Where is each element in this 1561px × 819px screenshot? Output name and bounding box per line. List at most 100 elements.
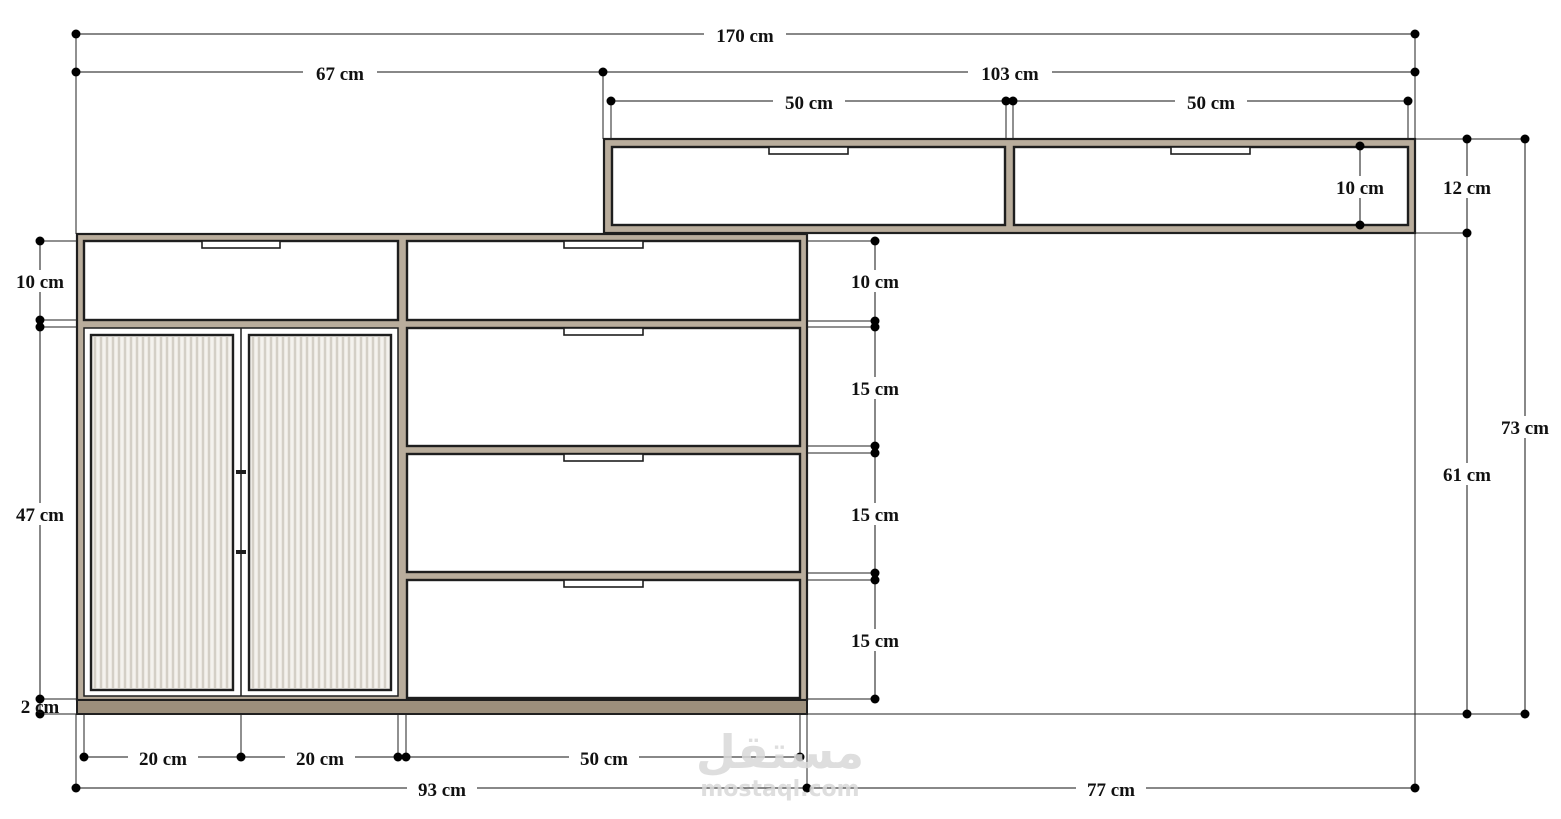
dimension-endpoint-dot	[1008, 96, 1018, 106]
shelf-height-label: 12 cm	[1443, 178, 1491, 199]
dimension-endpoints	[35, 29, 1530, 793]
dimension-endpoint-dot	[393, 752, 403, 762]
dimension-endpoint-dot	[1520, 709, 1530, 719]
label-shelf-height: 12 cm	[1432, 176, 1502, 199]
dimension-endpoint-dot	[71, 783, 81, 793]
dimension-endpoint-dot	[79, 752, 89, 762]
dimension-endpoint-dot	[1355, 220, 1365, 230]
label-overall-height: 73 cm	[1490, 416, 1560, 439]
shelf-drawer-right-label: 50 cm	[1187, 93, 1235, 114]
drawer-2-handle	[563, 327, 644, 336]
label-drawer-2-height: 15 cm	[841, 377, 909, 400]
drawer-2-height-label: 15 cm	[851, 379, 899, 400]
door-height-label: 47 cm	[16, 505, 64, 526]
shelf-width-label: 103 cm	[981, 64, 1039, 85]
dimension-endpoint-dot	[870, 568, 880, 578]
label-remaining-width: 77 cm	[1076, 778, 1146, 801]
top-drawer-left-height-label: 10 cm	[16, 272, 64, 293]
dimension-endpoint-dot	[606, 96, 616, 106]
dimension-endpoint-dot	[1410, 783, 1420, 793]
label-shelf-drawer-right: 50 cm	[1175, 91, 1247, 114]
label-base-width: 93 cm	[407, 778, 477, 801]
label-shelf-width: 103 cm	[968, 62, 1052, 85]
dimension-endpoint-dot	[870, 448, 880, 458]
dimension-labels: 170 cm 67 cm 103 cm 50 cm 50 cm 10 cm 12…	[6, 24, 1560, 801]
dimension-endpoint-dot	[1403, 96, 1413, 106]
dimension-endpoint-dot	[795, 752, 805, 762]
label-shelf-drawer-left: 50 cm	[773, 91, 845, 114]
door-right-width-label: 20 cm	[296, 749, 344, 770]
drawer-4	[405, 578, 802, 700]
watermark-latin: mostaql.com	[700, 777, 859, 802]
label-door-height: 47 cm	[6, 503, 74, 526]
dimension-endpoint-dot	[236, 752, 246, 762]
dimension-endpoint-dot	[870, 322, 880, 332]
dimension-endpoint-dot	[35, 236, 45, 246]
drawer-width-label: 50 cm	[580, 749, 628, 770]
glass-door-right-fluting	[252, 337, 389, 688]
top-drawer-left-handle	[201, 240, 281, 249]
label-total-width: 170 cm	[704, 24, 786, 47]
drawer-4-height-label: 15 cm	[851, 631, 899, 652]
dimension-endpoint-dot	[1355, 141, 1365, 151]
watermark: مستقل mostaql.com	[696, 725, 864, 802]
label-drawer-4-height: 15 cm	[841, 629, 909, 652]
door-knob-lower	[236, 550, 246, 554]
watermark-arabic: مستقل	[696, 725, 864, 779]
drawer-3-handle	[563, 453, 644, 462]
plinth	[76, 699, 808, 715]
dimension-endpoint-dot	[35, 315, 45, 325]
dimension-endpoint-dot	[71, 67, 81, 77]
label-top-drawer-left-height: 10 cm	[6, 270, 74, 293]
base-width-label: 93 cm	[418, 780, 466, 801]
dimension-endpoint-dot	[1520, 134, 1530, 144]
drawer-3-height-label: 15 cm	[851, 505, 899, 526]
dimension-endpoint-dot	[35, 694, 45, 704]
label-cabinet-height: 61 cm	[1432, 463, 1502, 486]
total-width-label: 170 cm	[716, 26, 774, 47]
dimension-endpoint-dot	[870, 236, 880, 246]
label-drawer-width: 50 cm	[569, 747, 639, 770]
top-drawer-right-height-label: 10 cm	[851, 272, 899, 293]
dimension-endpoint-dot	[1462, 134, 1472, 144]
overall-height-label: 73 cm	[1501, 418, 1549, 439]
dimension-endpoint-dot	[1410, 29, 1420, 39]
wall-shelf	[602, 137, 1417, 235]
dimension-endpoint-dot	[1001, 96, 1011, 106]
sideboard-cabinet	[75, 232, 809, 715]
dimension-endpoint-dot	[35, 709, 45, 719]
top-drawer-left	[82, 239, 400, 322]
left-width-label: 67 cm	[316, 64, 364, 85]
dimension-endpoint-dot	[1462, 228, 1472, 238]
glass-door-left-fluting	[94, 337, 231, 688]
label-drawer-3-height: 15 cm	[841, 503, 909, 526]
shelf-drawer-left	[610, 145, 1007, 227]
plinth-height-label: 2 cm	[21, 697, 60, 718]
dimension-endpoint-dot	[1462, 709, 1472, 719]
shelf-drawer-right-handle	[1170, 146, 1251, 155]
label-door-left-width: 20 cm	[128, 747, 198, 770]
drawer-3	[405, 452, 802, 574]
top-drawer-right-handle	[563, 240, 644, 249]
cabinet-height-label: 61 cm	[1443, 465, 1491, 486]
remaining-width-label: 77 cm	[1087, 780, 1135, 801]
dimension-endpoint-dot	[71, 29, 81, 39]
dimension-endpoint-dot	[870, 694, 880, 704]
top-drawer-right	[405, 239, 802, 322]
drawer-4-handle	[563, 579, 644, 588]
dimension-endpoint-dot	[1410, 67, 1420, 77]
shelf-drawer-left-label: 50 cm	[785, 93, 833, 114]
dimension-endpoint-dot	[870, 575, 880, 585]
label-shelf-drawer-height: 10 cm	[1326, 176, 1394, 199]
label-plinth-height: 2 cm	[21, 697, 60, 718]
dimension-endpoint-dot	[35, 322, 45, 332]
drawer-2	[405, 326, 802, 448]
door-left-width-label: 20 cm	[139, 749, 187, 770]
dimension-endpoint-dot	[870, 441, 880, 451]
dimension-endpoint-dot	[802, 783, 812, 793]
shelf-drawer-height-label: 10 cm	[1336, 178, 1384, 199]
dimension-endpoint-dot	[401, 752, 411, 762]
shelf-drawer-left-handle	[768, 146, 849, 155]
dimension-endpoint-dot	[598, 67, 608, 77]
